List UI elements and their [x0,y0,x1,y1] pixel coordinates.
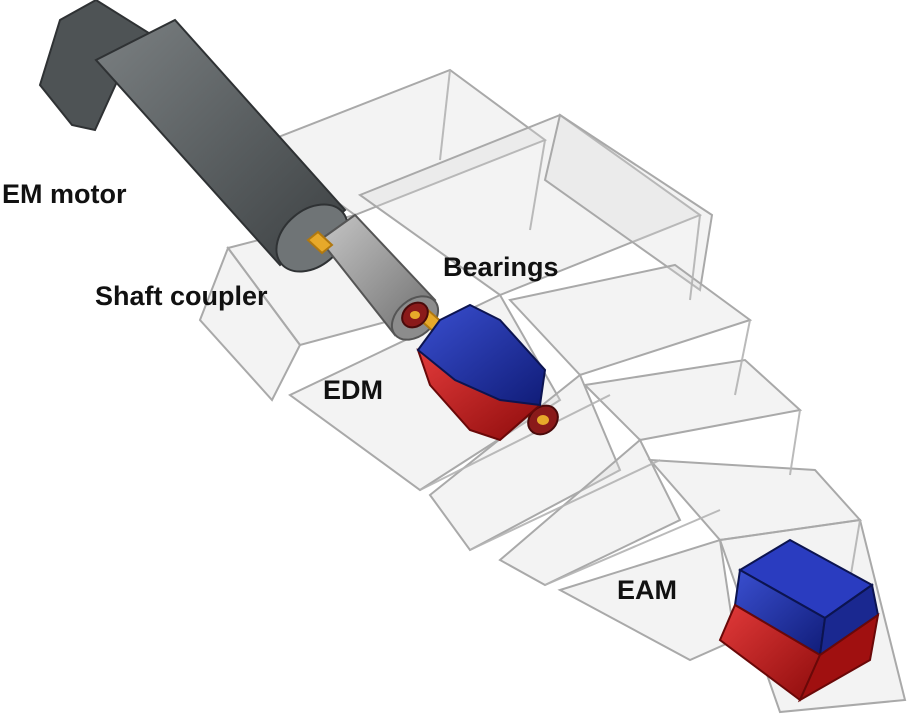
housing-box-4-front [498,438,682,587]
bearing-upper-hub [410,311,420,319]
edm-rotor [416,303,547,442]
eam-red-side [797,612,880,703]
label-shaft-coupler: Shaft coupler [95,281,268,311]
bearings [401,301,559,436]
label-bearings: Bearings [443,252,559,282]
housing-box-1-side [198,245,302,402]
eam-magnet [718,538,880,703]
shaft-segment-1 [306,230,334,255]
edm-blue-half [416,303,547,407]
label-em-motor: EM motor [2,179,127,209]
housing-box-2-side [543,113,714,292]
motor-body [94,18,347,267]
housing-box-4-top [582,358,803,442]
housing-edges [419,69,861,586]
label-edm: EDM [323,375,383,405]
bearing-lower-hub [537,415,549,425]
label-eam: EAM [617,575,677,605]
